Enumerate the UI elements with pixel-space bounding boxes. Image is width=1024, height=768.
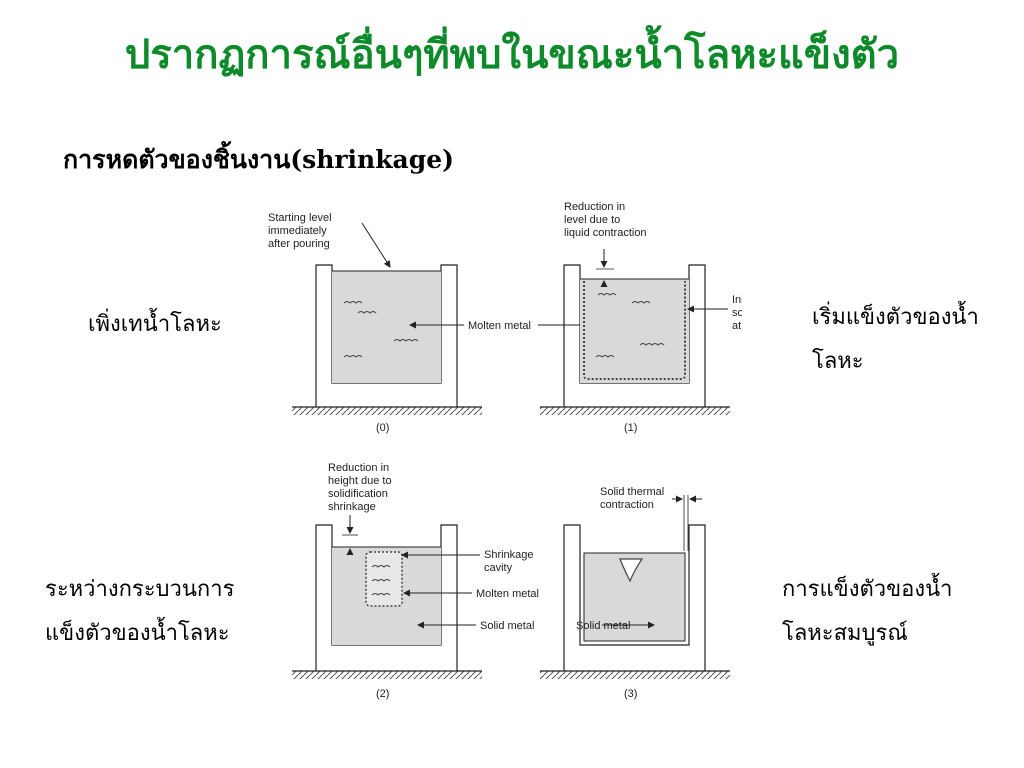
- annot-initial-solid-1: Initial: [732, 294, 742, 306]
- label-stage-3-line-1: การแข็งตัวของน้ำ: [782, 577, 953, 602]
- annot-starting-level-1: Starting level: [268, 212, 332, 224]
- annot-reduction-solid-1: Reduction in: [328, 462, 389, 474]
- panel-3-label: (3): [624, 688, 637, 700]
- slide-subtitle: การหดตัวของชิ้นงาน(shrinkage): [63, 145, 454, 174]
- panel-1: Reduction in level due to liquid contrac…: [540, 201, 742, 434]
- label-stage-1: เริ่มแข็งตัวของน้ำ โลหะ: [812, 296, 979, 384]
- ground-2: [292, 671, 482, 679]
- annot-reduction-liquid-1: Reduction in: [564, 201, 625, 213]
- label-stage-3: การแข็งตัวของน้ำ โลหะสมบูรณ์: [782, 568, 952, 656]
- annot-solid-metal-3: Solid metal: [576, 620, 630, 632]
- label-stage-2-line-1: ระหว่างกระบวนการ: [45, 577, 235, 602]
- label-stage-2-line-2: แข็งตัวของน้ำโลหะ: [45, 621, 230, 646]
- panel-3: Solid thermal contraction Solid metal (3…: [540, 486, 730, 700]
- molten-metal-fill-1: [580, 279, 689, 383]
- annot-shrinkage-cavity-1: Shrinkage: [484, 549, 534, 561]
- panel-0-label: (0): [376, 422, 389, 434]
- ground-0: [292, 407, 482, 415]
- label-stage-3-line-2: โลหะสมบูรณ์: [782, 621, 908, 646]
- molten-core-2: [365, 551, 403, 607]
- waves-1: [595, 293, 665, 358]
- label-stage-0: เพิ่งเทน้ำโลหะ: [88, 303, 222, 347]
- annot-initial-solid-3: at mold wall: [732, 320, 742, 332]
- annot-solid-metal-2: Solid metal: [480, 620, 534, 632]
- annot-solid-thermal-1: Solid thermal: [600, 486, 664, 498]
- annot-reduction-solid-3: solidification: [328, 488, 388, 500]
- panel-1-label: (1): [624, 422, 637, 434]
- molten-metal-fill-0: [332, 271, 441, 383]
- annot-reduction-solid-4: shrinkage: [328, 501, 376, 513]
- annot-starting-level-3: after pouring: [268, 238, 330, 250]
- label-stage-1-line-2: โลหะ: [812, 349, 864, 374]
- annot-initial-solid-2: solidification: [732, 307, 742, 319]
- annot-reduction-liquid-2: level due to: [564, 214, 620, 226]
- mold-3: [563, 524, 706, 671]
- waves-2: [371, 565, 391, 596]
- slide-title: ปรากฏการณ์อื่นๆที่พบในขณะน้ำโลหะแข็งตัว: [124, 31, 900, 78]
- label-stage-1-line-1: เริ่มแข็งตัวของน้ำ: [812, 305, 979, 330]
- shrinkage-cavity-3: [619, 558, 644, 583]
- annot-molten-metal-0: Molten metal: [468, 320, 531, 332]
- panel-2-label: (2): [376, 688, 389, 700]
- annot-reduction-solid-2: height due to: [328, 475, 392, 487]
- annot-reduction-liquid-3: liquid contraction: [564, 227, 647, 239]
- annot-solid-thermal-2: contraction: [600, 499, 654, 511]
- shrinkage-diagram: Starting level immediately after pouring…: [268, 201, 742, 700]
- label-stage-0-line: เพิ่งเทน้ำโลหะ: [88, 312, 222, 337]
- label-stage-2: ระหว่างกระบวนการ แข็งตัวของน้ำโลหะ: [45, 568, 234, 656]
- annot-starting-level-2: immediately: [268, 225, 327, 237]
- ground-3: [540, 671, 730, 679]
- annot-shrinkage-cavity-2: cavity: [484, 562, 513, 574]
- annot-molten-metal-2: Molten metal: [476, 588, 539, 600]
- panel-2: Reduction in height due to solidificatio…: [292, 462, 539, 700]
- waves-0: [343, 301, 419, 358]
- panel-0: Starting level immediately after pouring…: [268, 212, 482, 434]
- ground-1: [540, 407, 730, 415]
